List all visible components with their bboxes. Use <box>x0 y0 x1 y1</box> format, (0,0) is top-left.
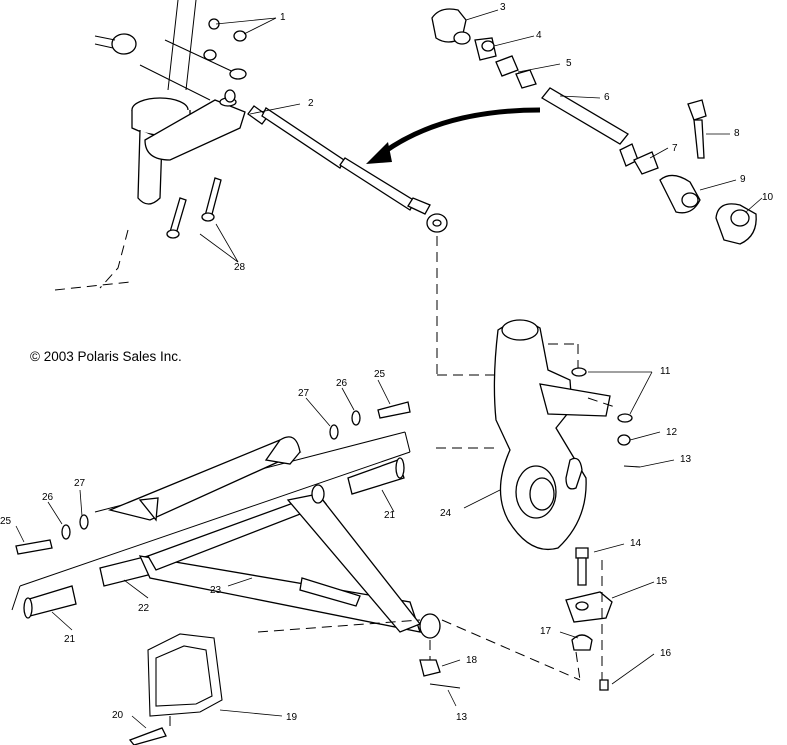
a-arm-assembly <box>11 401 581 745</box>
callout-14: 14 <box>630 538 642 549</box>
leader-lines <box>15 9 763 729</box>
callout-23: 23 <box>210 585 222 596</box>
callout-13-upper: 13 <box>680 454 692 465</box>
callout-20: 20 <box>112 710 124 721</box>
callout-6: 6 <box>604 92 610 103</box>
callout-8: 8 <box>734 128 740 139</box>
callout-25-right: 25 <box>374 369 386 380</box>
callout-11: 11 <box>660 366 671 377</box>
callout-28: 28 <box>234 262 246 273</box>
callout-26-left: 26 <box>42 492 54 503</box>
tie-rod <box>247 105 500 376</box>
callout-21-left: 21 <box>64 634 76 645</box>
callout-16: 16 <box>660 648 672 659</box>
callout-27-left: 27 <box>74 478 86 489</box>
tie-rod-end-kit <box>431 8 757 245</box>
callout-7: 7 <box>672 143 678 154</box>
steering-post-assembly <box>54 0 247 291</box>
callout-15: 15 <box>656 576 668 587</box>
callout-labels: 1 2 3 4 5 6 7 8 9 10 11 12 13 14 15 16 1… <box>0 2 774 723</box>
callout-17: 17 <box>540 626 552 637</box>
callout-3: 3 <box>500 2 506 13</box>
callout-13-lower: 13 <box>456 712 468 723</box>
callout-10: 10 <box>762 192 774 203</box>
callout-27-right: 27 <box>298 388 310 399</box>
callout-4: 4 <box>536 30 542 41</box>
callout-9: 9 <box>740 174 746 185</box>
callout-1: 1 <box>280 12 286 23</box>
knuckle-hardware <box>565 367 641 691</box>
copyright-notice: © 2003 Polaris Sales Inc. <box>30 349 182 364</box>
callout-2: 2 <box>308 98 314 109</box>
callout-19: 19 <box>286 712 298 723</box>
direction-arrow <box>366 107 541 164</box>
callout-22: 22 <box>138 603 150 614</box>
callout-24: 24 <box>440 508 452 519</box>
callout-12: 12 <box>666 427 678 438</box>
callout-21-right: 21 <box>384 510 396 521</box>
callout-26-right: 26 <box>336 378 348 389</box>
callout-25-left: 25 <box>0 516 12 527</box>
spindle-knuckle <box>436 319 619 551</box>
callout-18: 18 <box>466 655 478 666</box>
callout-5: 5 <box>566 58 572 69</box>
